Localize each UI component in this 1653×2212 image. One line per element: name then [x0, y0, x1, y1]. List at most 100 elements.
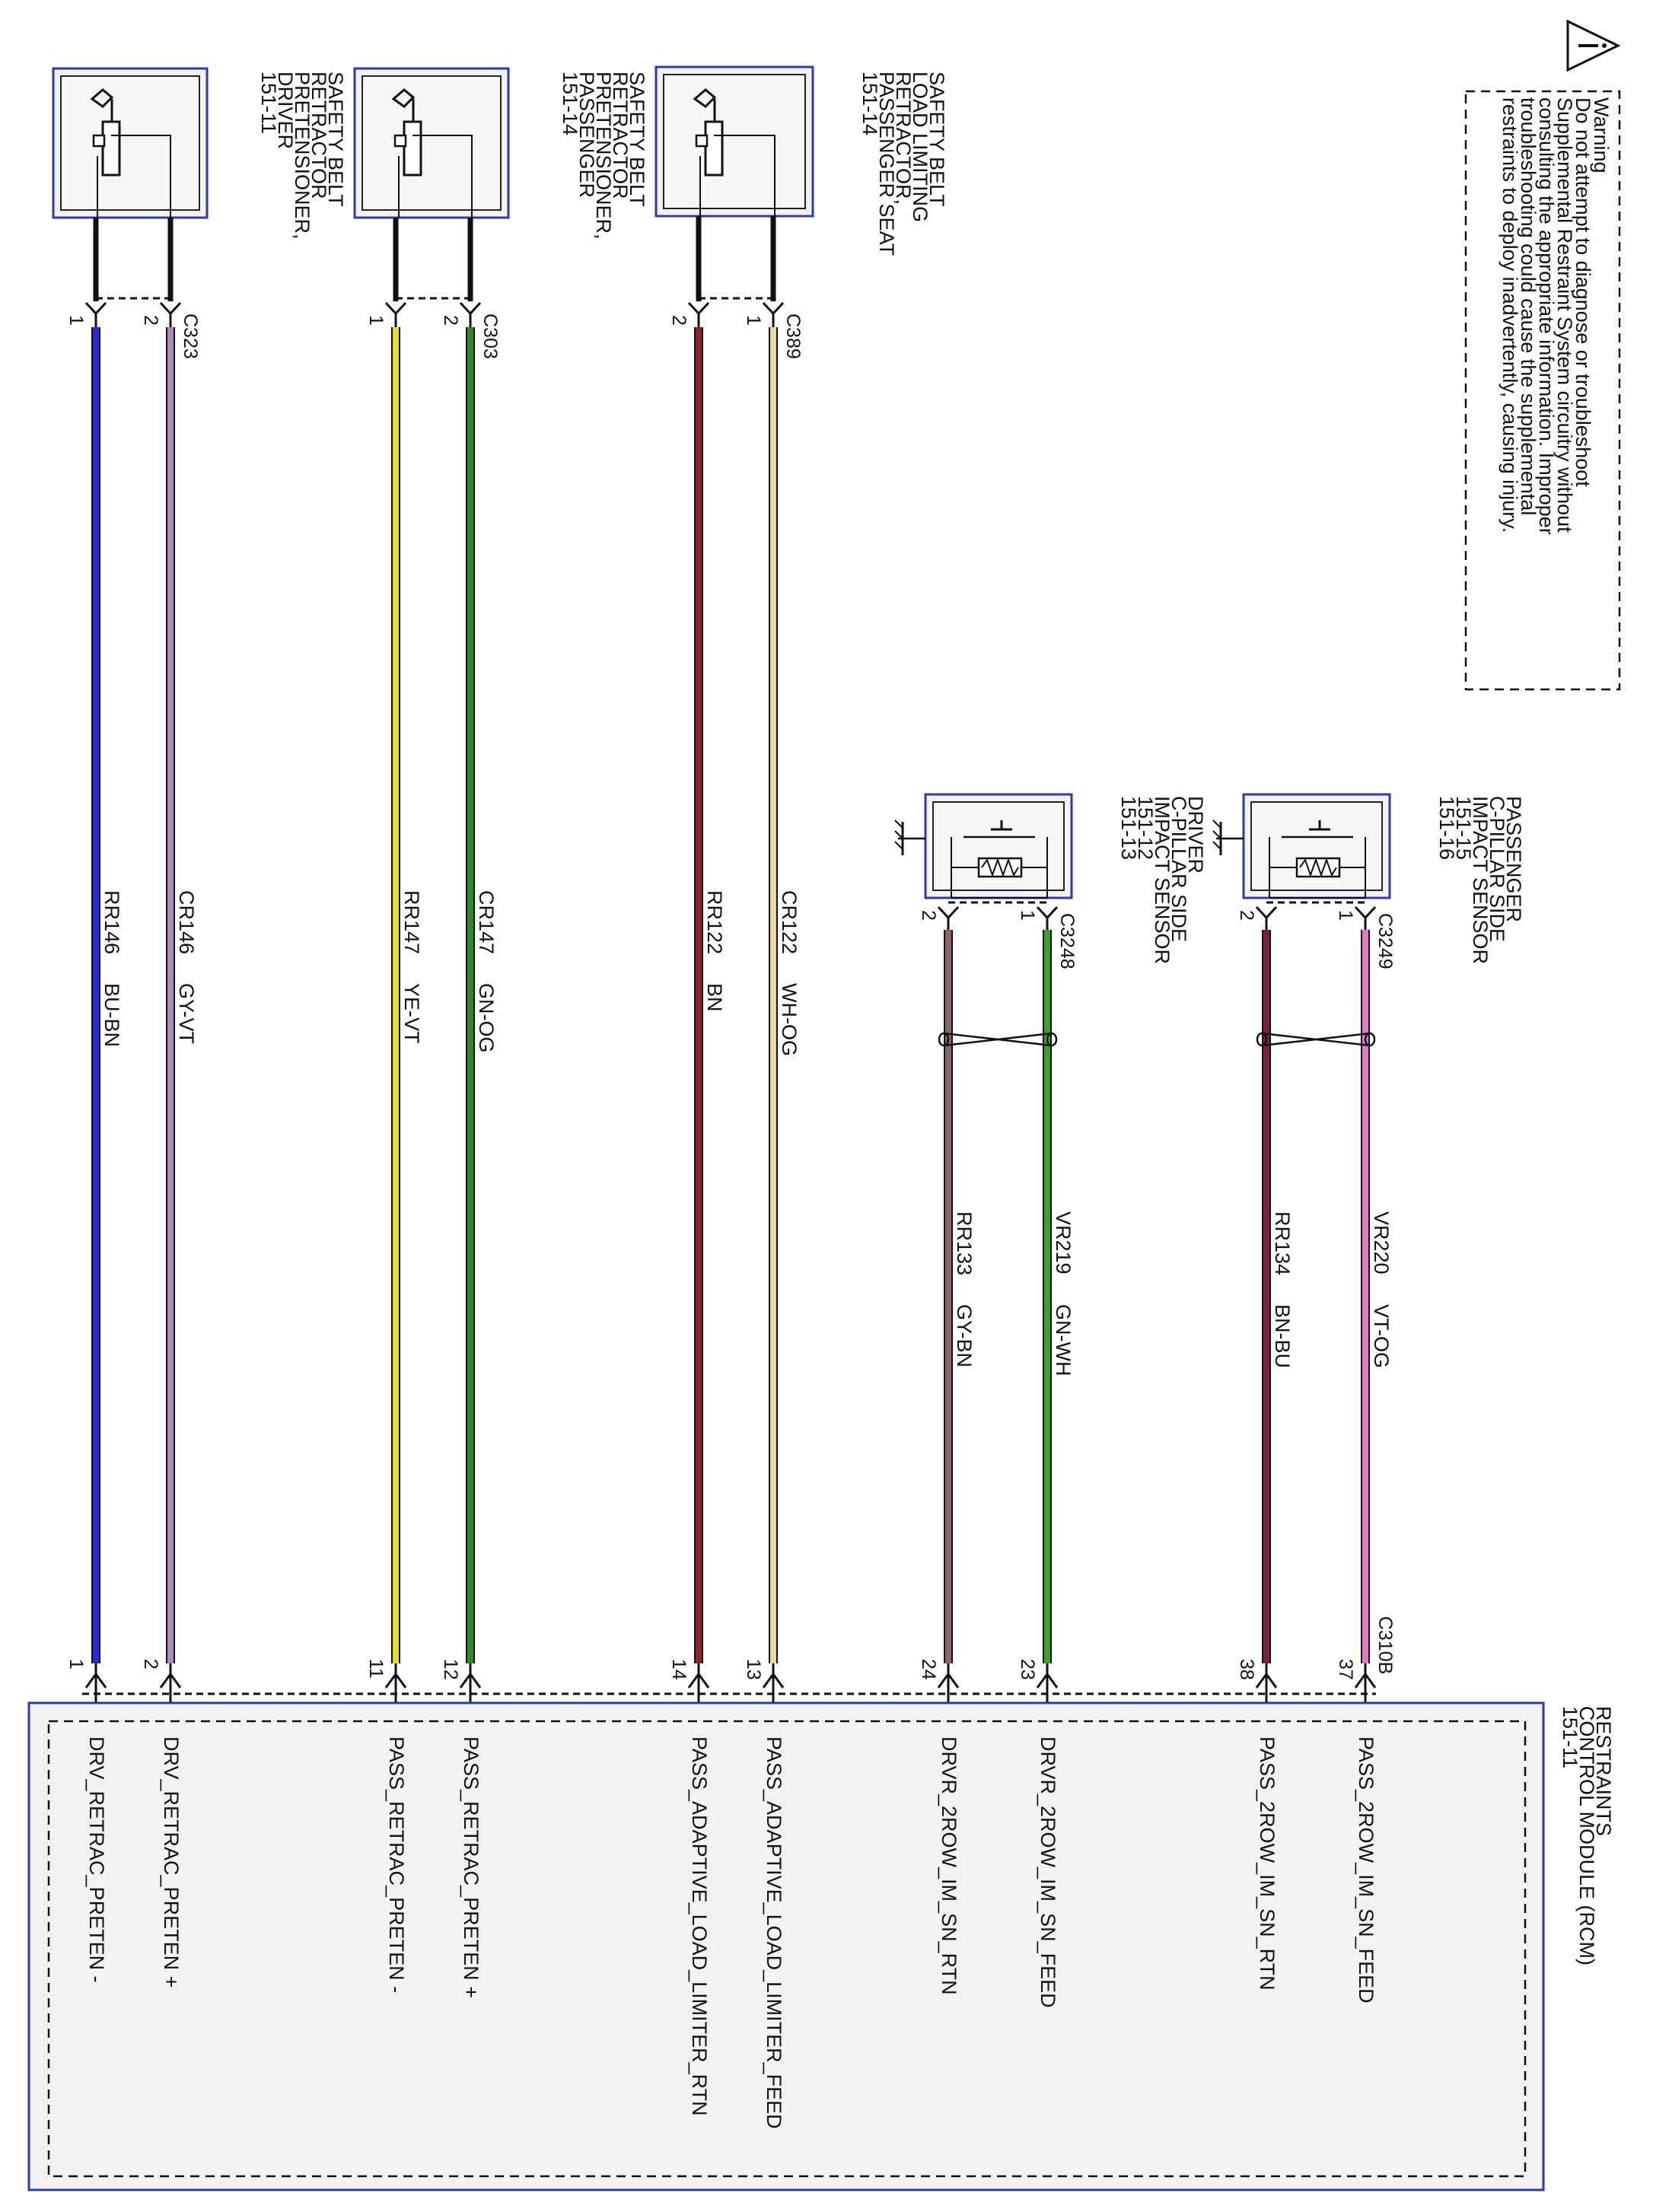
wire-rr133: [937, 930, 960, 1703]
wire-circuit-label: VR220: [1370, 1211, 1393, 1275]
connector-c389-label: C389: [782, 313, 804, 359]
svg-text:PRETENSIONER,: PRETENSIONER,: [592, 72, 615, 240]
resistor-icon: [951, 857, 1047, 878]
rcm-signal-label: PASS_ADAPTIVE_LOAD_LIMITER_FEED: [763, 1736, 785, 2129]
wire-rr146: [84, 327, 107, 1703]
svg-text:DRIVER: DRIVER: [274, 72, 297, 149]
svg-text:IMPACT SENSOR: IMPACT SENSOR: [1469, 796, 1492, 964]
wire-circuit-label: RR146: [100, 890, 123, 954]
svg-text:151-12: 151-12: [1134, 796, 1157, 860]
wire-vr220: [1354, 930, 1377, 1703]
rcm-pin-number: 14: [668, 1659, 690, 1680]
top-pin-number: 2: [440, 315, 461, 326]
rcm-pin-number: 2: [140, 1659, 161, 1669]
svg-text:RESTRAINTS: RESTRAINTS: [1592, 1706, 1615, 1836]
rcm-signal-label: DRVR_2ROW_IM_SN_FEED: [1037, 1736, 1059, 2008]
connector-c3248-label: C3248: [1056, 913, 1078, 969]
rcm-signal-label: DRV_RETRAC_PRETEN +: [160, 1736, 183, 1988]
seatbelt-driver-component: [52, 67, 209, 219]
connector-c323-label: C323: [180, 313, 201, 359]
connector-c3249-label: C3249: [1374, 913, 1396, 969]
top-pin-number: 1: [1335, 910, 1356, 921]
rcm-pin-number: 37: [1335, 1659, 1356, 1680]
svg-text:151-13: 151-13: [1117, 796, 1140, 860]
svg-text:SAFETY BELT: SAFETY BELT: [626, 72, 648, 207]
wire-circuit-label: RR133: [953, 1211, 976, 1275]
warning-note: Warning Do not attempt to diagnose or tr…: [1499, 97, 1613, 535]
top-pin-number: 1: [1017, 910, 1038, 921]
warning-line-3: consulting the appropriate information. …: [1535, 97, 1558, 535]
ground-icon: [894, 820, 925, 855]
svg-text:C-PILLAR SIDE: C-PILLAR SIDE: [1486, 796, 1508, 942]
driver-cpillar-sensor-component: [894, 793, 1073, 899]
warning-line-0: Warning: [1590, 97, 1613, 173]
svg-text:PASSENGER: PASSENGER: [575, 72, 598, 198]
warning-line-2: Supplemental Restraint System circuitry …: [1553, 97, 1576, 533]
wire-circuit-label: RR147: [400, 890, 423, 954]
wire-color-label: GN-WH: [1052, 1304, 1075, 1376]
rcm-pin-number: 11: [365, 1659, 387, 1679]
wire-circuit-label: CR147: [475, 890, 498, 954]
rcm-label: RESTRAINTS CONTROL MODULE (RCM) 151-11: [1559, 1706, 1615, 1965]
wire-circuit-label: RR122: [703, 890, 726, 954]
wire-rr147: [384, 327, 407, 1703]
wire-rr134: [1255, 930, 1278, 1703]
resistor-icon: [1269, 857, 1365, 878]
svg-text:151-14: 151-14: [858, 72, 881, 135]
top-pin-number: 2: [140, 315, 161, 326]
wire-color-label: GY-VT: [175, 983, 198, 1044]
svg-text:PASSENGER: PASSENGER: [1502, 796, 1525, 922]
wire-color-label: BN-BU: [1271, 1304, 1294, 1368]
seatbelt-passenger-label: SAFETY BELT RETRACTOR PRETENSIONER, PASS…: [559, 72, 648, 240]
wires-layer: [84, 327, 1377, 1703]
top-pin-number: 1: [743, 315, 764, 326]
top-pin-number: 1: [65, 315, 87, 326]
wire-cr122: [762, 327, 785, 1703]
svg-text:151-11: 151-11: [257, 72, 280, 134]
connector-c389: C389: [687, 216, 804, 359]
rcm-signal-label: PASS_2ROW_IM_SN_FEED: [1355, 1736, 1378, 2004]
svg-text:151-15: 151-15: [1452, 796, 1475, 860]
rcm-pin-number: 23: [1017, 1659, 1038, 1680]
svg-text:CONTROL MODULE (RCM): CONTROL MODULE (RCM): [1575, 1706, 1598, 1965]
wire-color-label: WH-OG: [778, 983, 801, 1056]
seatbelt-driver-label: SAFETY BELT RETRACTOR PRETENSIONER, DRIV…: [257, 72, 347, 240]
wire-color-label: BN: [703, 983, 726, 1012]
svg-text:151-11: 151-11: [1559, 1706, 1581, 1768]
wire-circuit-label: VR219: [1052, 1211, 1075, 1275]
warning-line-5: restraints to deploy inadvertently, caus…: [1499, 97, 1521, 533]
top-pin-number: 2: [668, 315, 690, 326]
svg-text:LOAD LIMITING: LOAD LIMITING: [909, 72, 932, 222]
connector-c303-label: C303: [479, 313, 501, 359]
driver-cpillar-sensor-label: DRIVER C-PILLAR SIDE IMPACT SENSOR 151-1…: [1117, 796, 1207, 964]
switch-icon: [1282, 820, 1353, 839]
svg-text:151-16: 151-16: [1435, 796, 1458, 860]
top-pin-number: 2: [1236, 910, 1257, 921]
wire-rr122: [687, 327, 710, 1703]
rcm-pin-number: 38: [1236, 1659, 1257, 1680]
wire-color-label: BU-BN: [100, 983, 123, 1047]
wire-color-label: GN-OG: [475, 983, 498, 1053]
rcm-pin-number: 13: [743, 1659, 764, 1680]
svg-text:151-14: 151-14: [559, 72, 581, 135]
connector-c323: C323: [84, 218, 201, 359]
seatbelt-passenger-component: [353, 67, 510, 219]
wire-cr147: [459, 327, 482, 1703]
seatbelt-load-limiting-label: SAFETY BELT LOAD LIMITING RETRACTOR, PAS…: [858, 72, 948, 256]
wire-circuit-label: CR122: [778, 890, 801, 954]
svg-text:IMPACT SENSOR: IMPACT SENSOR: [1151, 796, 1174, 964]
wire-color-label: YE-VT: [400, 983, 423, 1044]
rcm-pin-number: 24: [918, 1659, 939, 1680]
svg-text:C-PILLAR SIDE: C-PILLAR SIDE: [1167, 796, 1190, 942]
svg-text:RETRACTOR: RETRACTOR: [609, 72, 632, 199]
twisted-pair-passenger: [1256, 1032, 1376, 1047]
connector-c3248: C3248: [937, 897, 1078, 969]
svg-text:DRIVER: DRIVER: [1184, 796, 1207, 874]
passenger-cpillar-sensor-component: [1212, 793, 1391, 899]
svg-text:PASSENGER SEAT: PASSENGER SEAT: [875, 72, 898, 256]
connector-c303: C303: [384, 218, 501, 359]
seatbelt-load-limiting-component: [655, 65, 814, 218]
warning-line-1: Do not attempt to diagnose or troublesho…: [1572, 97, 1594, 487]
rcm-pin-number: 1: [65, 1659, 87, 1669]
